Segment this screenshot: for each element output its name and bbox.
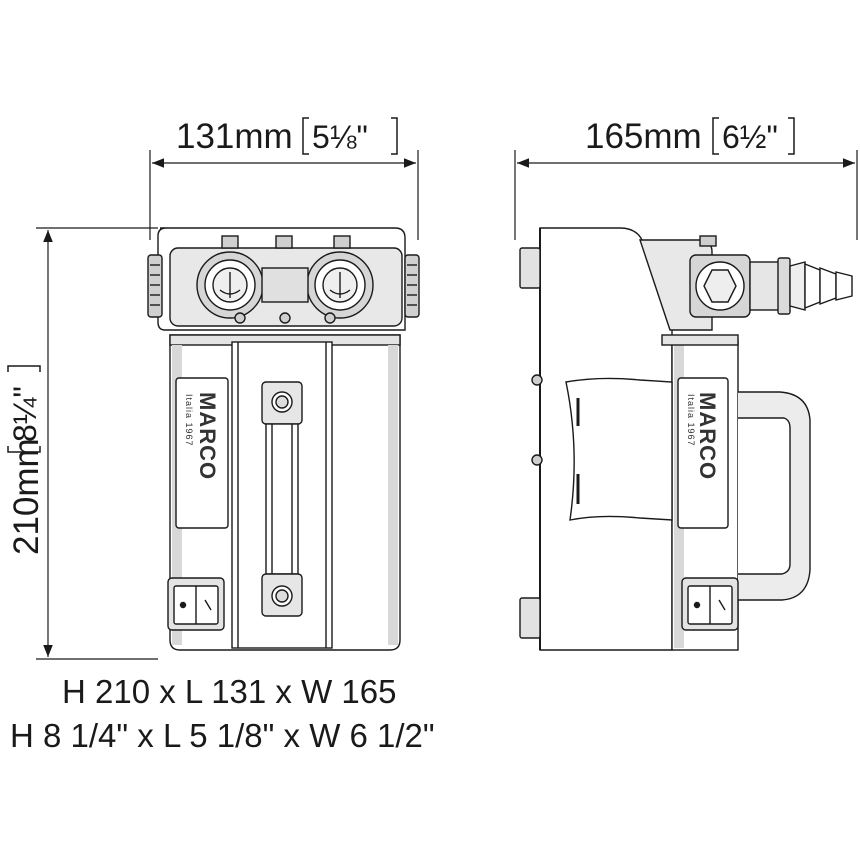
height-metric-label: 210mm: [7, 438, 46, 555]
length-imperial-label: 5⅛": [312, 119, 368, 155]
width-dimension: 165mm 6½": [514, 117, 858, 240]
handle-bar: [261, 381, 303, 617]
height-imperial-label: 8¼": [7, 386, 43, 442]
brand-name-side: MARCO: [695, 392, 720, 480]
brand-label-front: MARCO Italia 1967: [175, 377, 229, 529]
wrap-label: [565, 377, 673, 521]
width-metric-label: 165mm: [585, 117, 702, 156]
rocker-switch-front: [167, 577, 225, 631]
height-dimension: 210mm 8¼": [7, 227, 158, 660]
rocker-switch-side: [681, 577, 739, 631]
hose-barb: [789, 261, 853, 311]
length-dimension: 131mm 5⅛": [149, 117, 419, 240]
width-imperial-label: 6½": [722, 119, 778, 155]
outlet-port-right: [306, 251, 374, 319]
front-view: MARCO Italia 1967: [147, 227, 420, 651]
brand-tagline-front: Italia 1967: [184, 394, 194, 447]
length-metric-label: 131mm: [176, 117, 293, 156]
inlet-port-left: [196, 251, 264, 319]
carry-handle: [738, 391, 811, 601]
summary-imperial: H 8 1/4" x L 5 1/8" x W 6 1/2": [10, 717, 435, 754]
brand-tagline-side: Italia 1967: [686, 394, 696, 447]
brand-label-side: MARCO Italia 1967: [677, 377, 729, 529]
brand-name-front: MARCO: [195, 392, 220, 480]
summary-metric: H 210 x L 131 x W 165: [62, 673, 397, 710]
side-port: [689, 254, 791, 318]
side-view: MARCO Italia 1967: [519, 227, 853, 651]
